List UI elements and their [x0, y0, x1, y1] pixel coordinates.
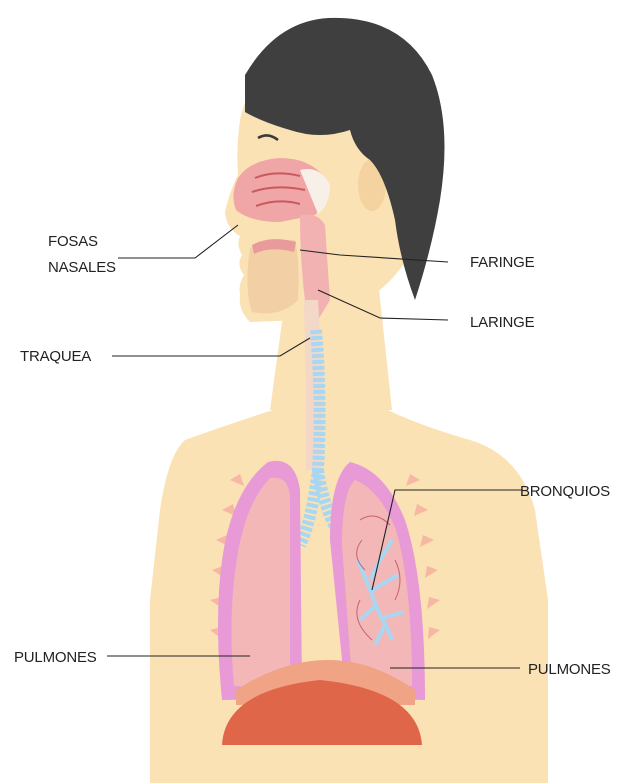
label-faringe: FARINGE: [470, 254, 535, 271]
label-fosas-line1: FOSAS: [48, 233, 98, 250]
label-fosas-line2: NASALES: [48, 259, 116, 276]
label-laringe: LARINGE: [470, 314, 535, 331]
label-bronquios: BRONQUIOS: [520, 483, 610, 500]
label-pulmones-right: PULMONES: [528, 661, 611, 678]
leader-fosas: [118, 225, 238, 258]
label-pulmones-left: PULMONES: [14, 649, 97, 666]
label-traquea: TRAQUEA: [20, 348, 91, 365]
